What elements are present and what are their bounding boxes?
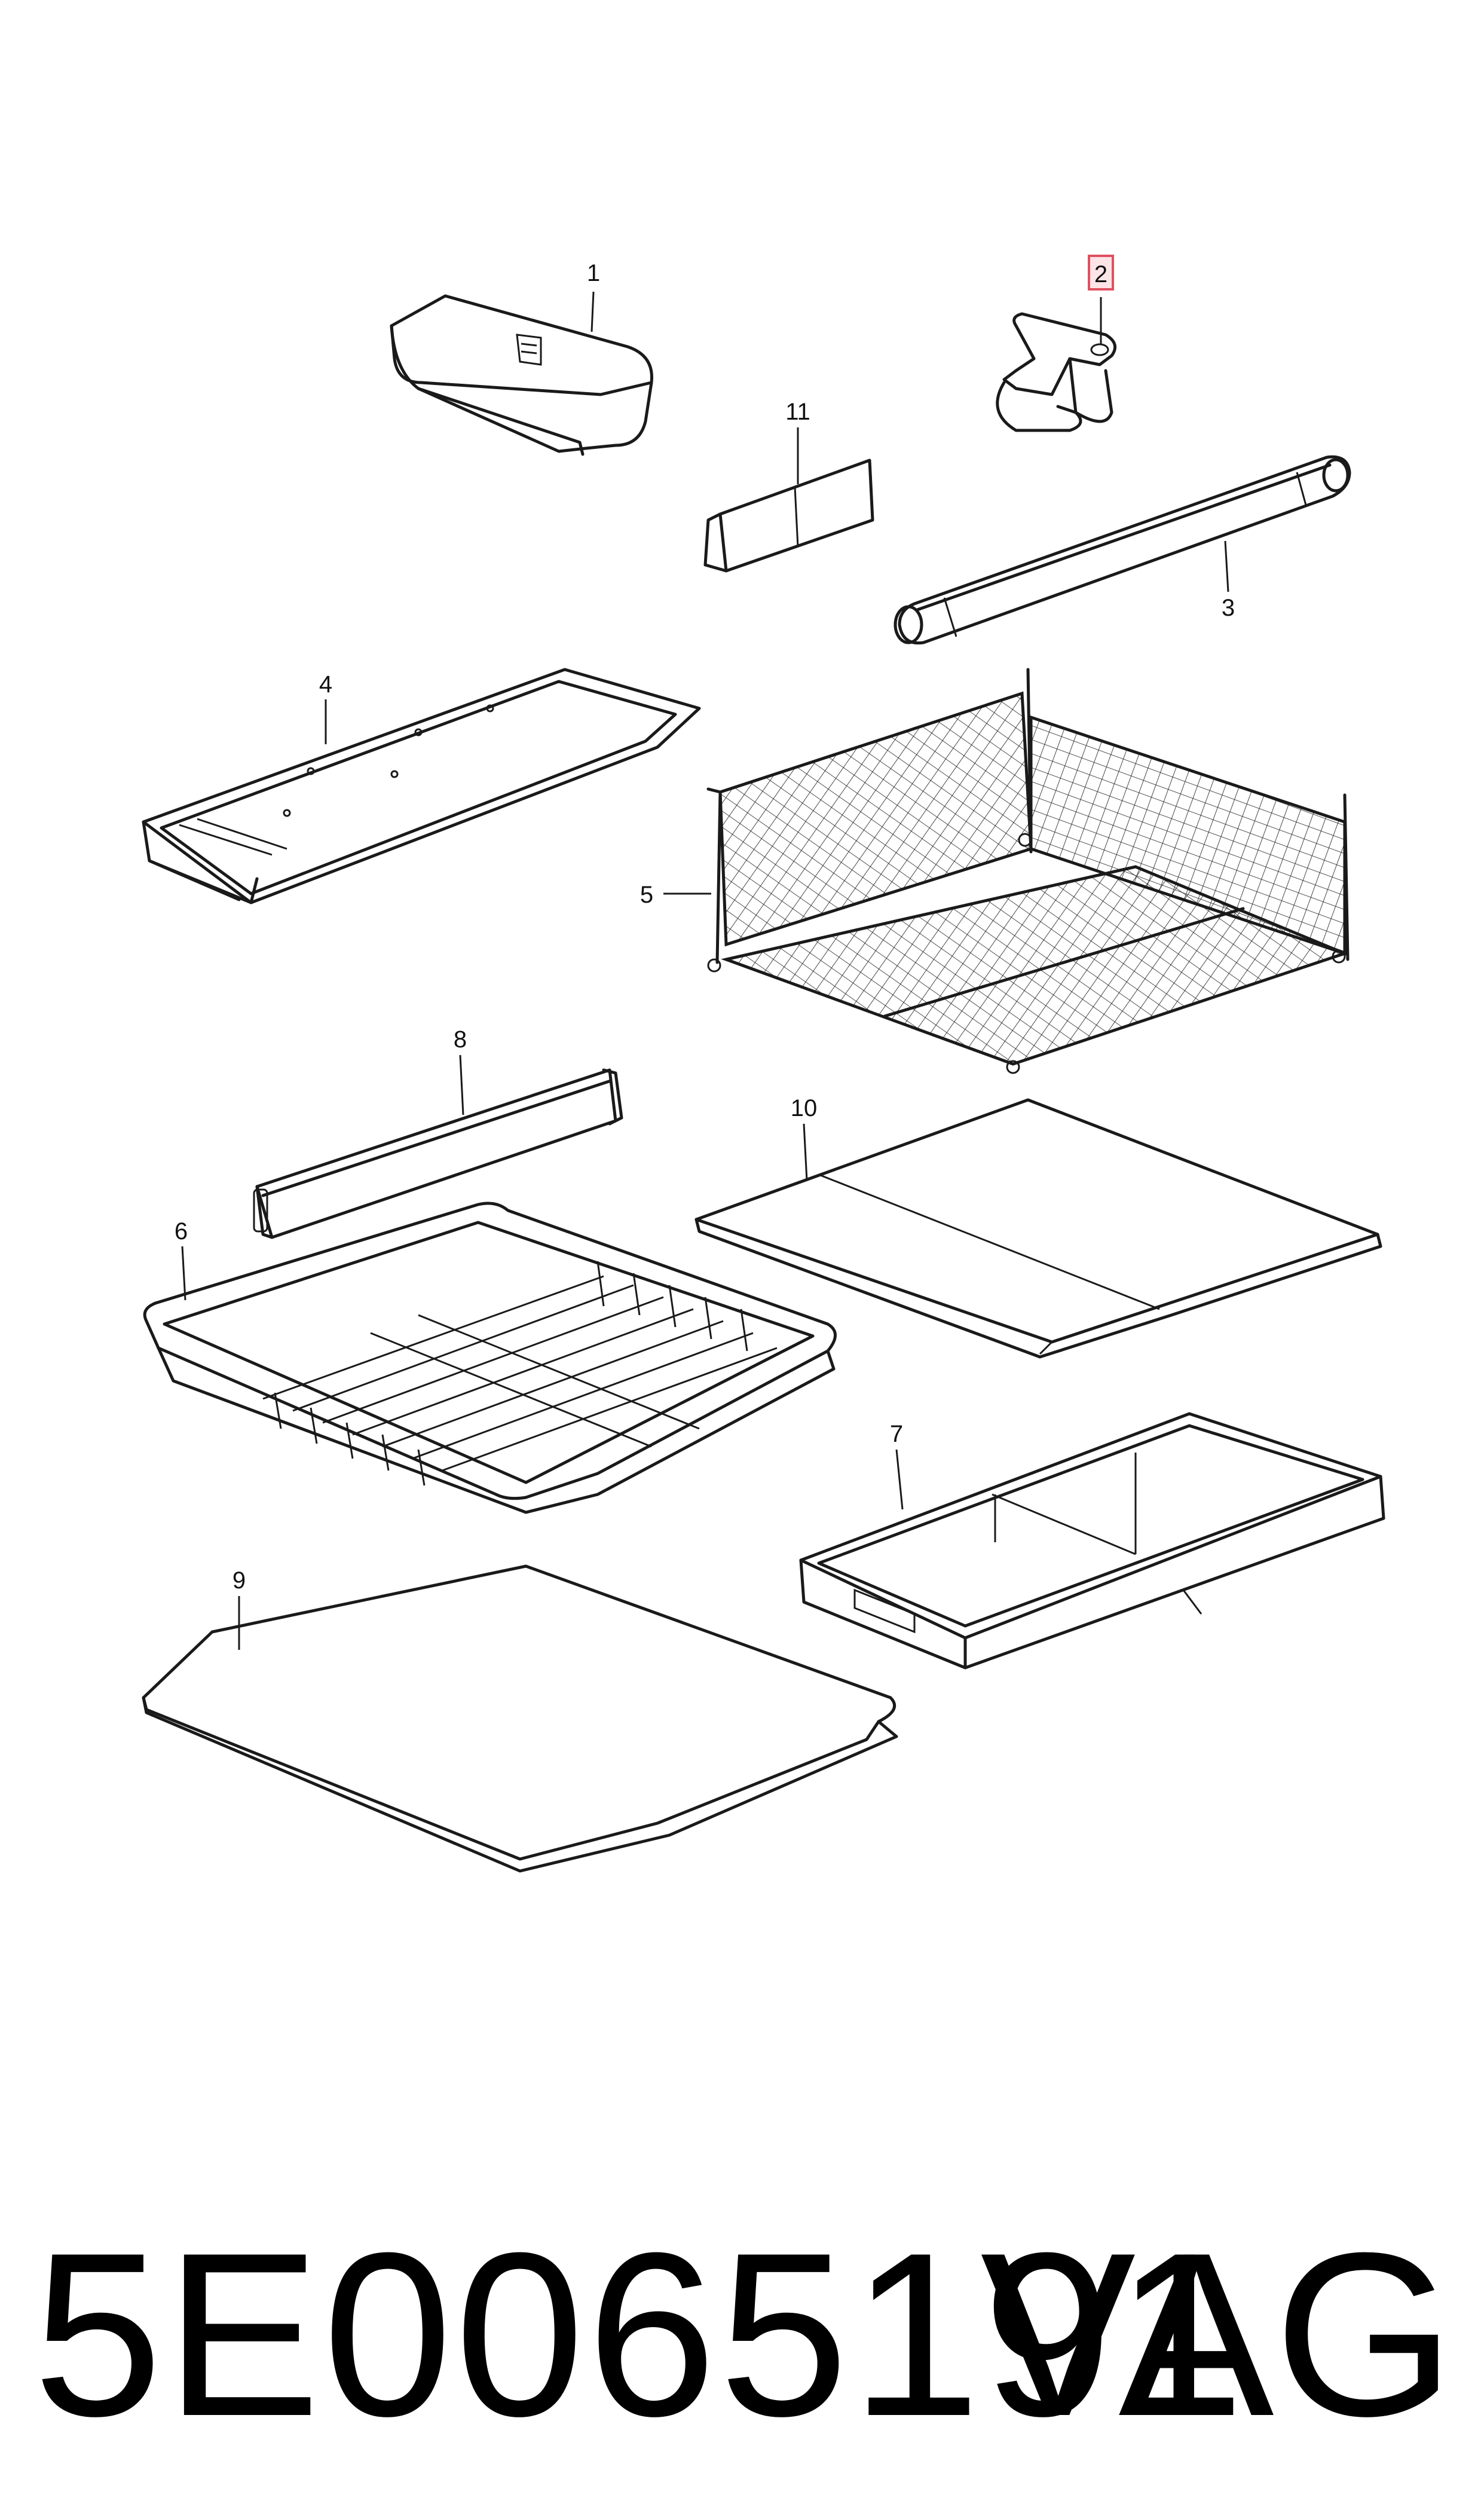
part-10-floor-panel bbox=[694, 1098, 1382, 1359]
part-9-floor-mat bbox=[142, 1564, 898, 1873]
callout-2-highlight bbox=[1088, 255, 1114, 291]
callout-6: 6 bbox=[175, 1218, 188, 1245]
part-2-hook bbox=[996, 312, 1117, 432]
callout-labels: 1 2 3 11 4 5 8 10 6 7 9 bbox=[175, 255, 1235, 1594]
part-11-divider bbox=[703, 458, 874, 573]
callout-4: 4 bbox=[319, 671, 332, 698]
callout-7: 7 bbox=[890, 1421, 903, 1447]
callout-9: 9 bbox=[232, 1567, 246, 1594]
callout-2: 2 bbox=[1094, 261, 1107, 288]
callout-11: 11 bbox=[785, 399, 810, 425]
callout-3: 3 bbox=[1222, 595, 1235, 621]
part-4-long-tray bbox=[142, 668, 701, 904]
part-8-trim-strip bbox=[253, 1068, 623, 1239]
part-3-roller-cover bbox=[894, 455, 1351, 645]
part-6-ribbed-tray bbox=[143, 1202, 837, 1514]
part-1-storage-box bbox=[390, 294, 653, 456]
leader-lines bbox=[181, 291, 1229, 1650]
part-number: 5E0065191 bbox=[33, 2204, 1247, 2465]
callout-1: 1 bbox=[587, 260, 600, 286]
part-5-cargo-net bbox=[706, 668, 1350, 1074]
callout-8: 8 bbox=[454, 1026, 467, 1053]
callout-10: 10 bbox=[791, 1095, 818, 1121]
part-7-divided-tray bbox=[799, 1412, 1385, 1670]
callout-5: 5 bbox=[640, 882, 653, 908]
brand-label: VAG bbox=[980, 2204, 1455, 2465]
